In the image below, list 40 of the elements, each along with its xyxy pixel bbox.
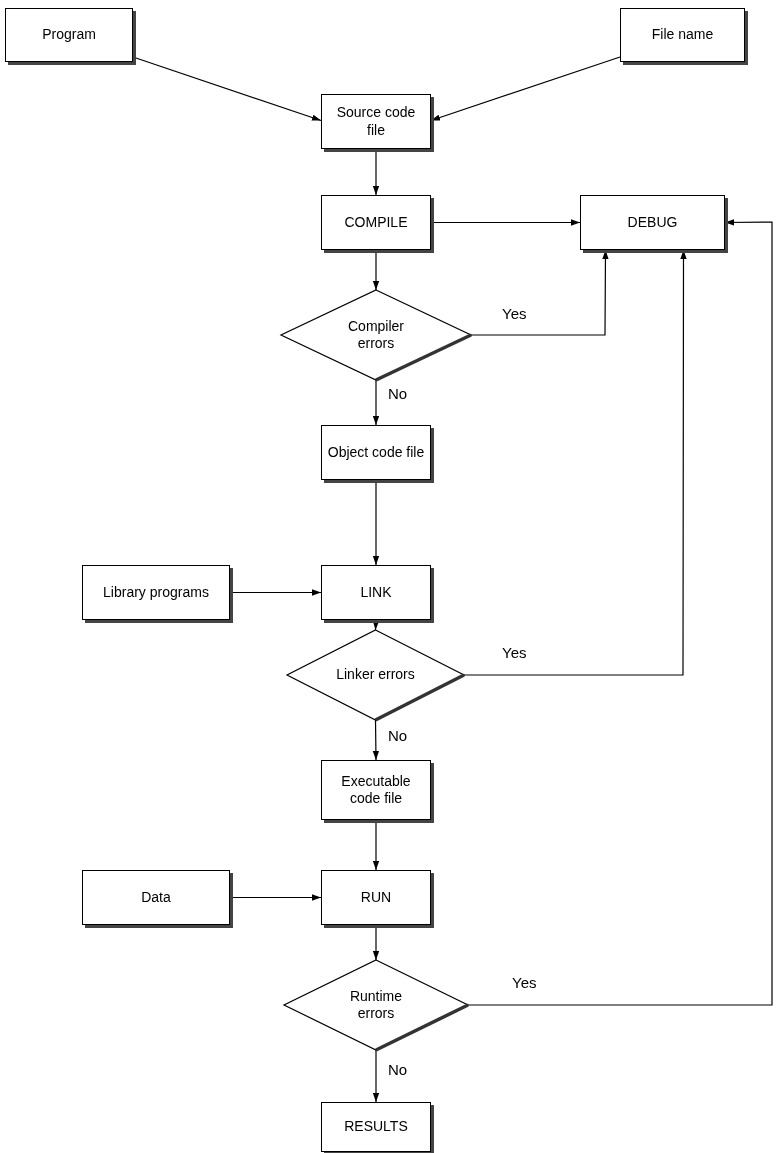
node-text: Source code file [335, 104, 417, 139]
node-text: Data [141, 888, 171, 907]
edge-label: No [386, 728, 410, 743]
process-box [321, 1102, 431, 1152]
node-text: Executable code file [340, 772, 412, 808]
arrow [467, 219, 773, 1006]
decision-diamond [284, 960, 468, 1050]
node-text: Library programs [103, 583, 209, 602]
process-box [82, 565, 230, 620]
process-box [321, 195, 431, 250]
edge-label: Yes [500, 306, 529, 321]
process-box [620, 8, 745, 62]
arrow [372, 1049, 380, 1103]
process-box [321, 565, 431, 620]
process-box [321, 760, 431, 820]
arrow [372, 379, 380, 426]
node-text: Compiler errors [347, 317, 405, 353]
edge-label: Yes [510, 975, 539, 990]
process-box [580, 195, 725, 250]
node-text: RUN [360, 888, 392, 907]
node-text: COMPILE [344, 213, 408, 232]
decision-diamond [281, 290, 471, 380]
node-text: Linker errors [336, 666, 415, 684]
process-box [321, 94, 431, 149]
arrow [372, 719, 380, 761]
node-text: DEBUG [627, 213, 678, 232]
node-text: RESULTS [344, 1118, 408, 1136]
node-text: File name [651, 26, 714, 44]
decision-diamond [287, 630, 464, 720]
process-box [321, 870, 431, 925]
process-box [82, 870, 230, 925]
node-text: Runtime errors [348, 987, 404, 1023]
node-text: LINK [360, 583, 392, 602]
process-box [5, 8, 133, 62]
process-box [321, 425, 431, 480]
edge-label: No [386, 1062, 410, 1077]
edge-label: No [386, 386, 410, 401]
edge-label: Yes [500, 645, 529, 660]
node-text: Object code file [327, 443, 425, 462]
node-text: Program [42, 26, 96, 44]
